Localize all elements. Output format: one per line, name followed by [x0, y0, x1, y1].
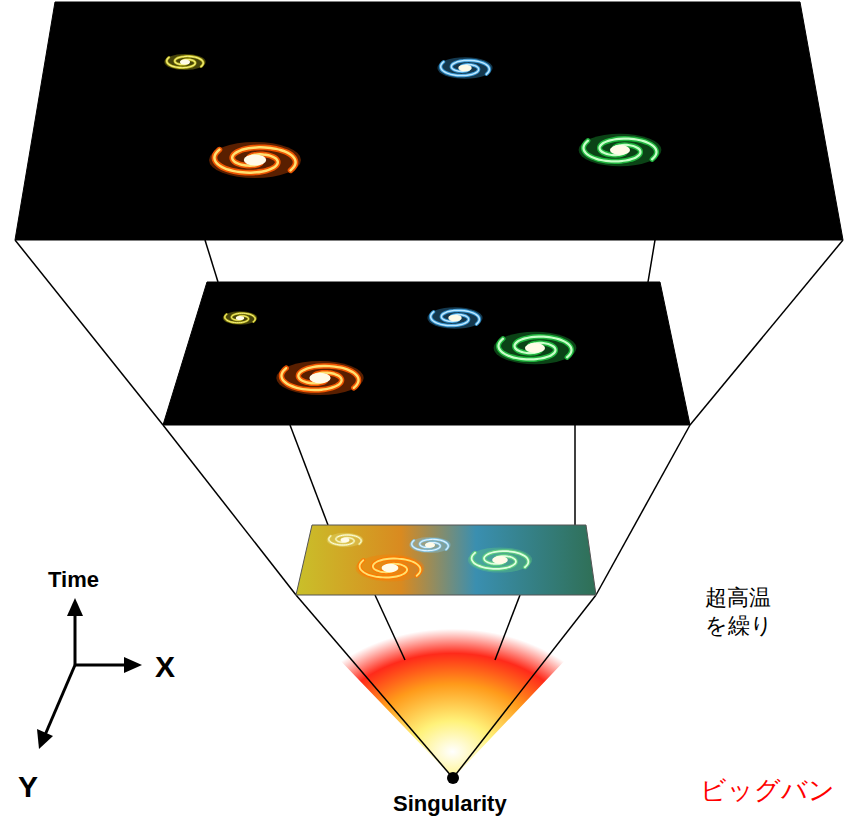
- point-label: Singularity: [393, 792, 507, 816]
- cone-lines: [15, 240, 843, 778]
- axis-label: Y: [18, 770, 38, 803]
- note-text: 超高温: [705, 586, 771, 610]
- highlight-text: ビッグバン: [700, 776, 835, 805]
- axis-label: X: [155, 650, 175, 683]
- galaxies: [164, 54, 661, 582]
- note-text: を繰り: [705, 614, 773, 638]
- early-plane: [296, 525, 596, 595]
- present-plane: [15, 2, 843, 240]
- singularity-dot: [447, 772, 459, 784]
- axes: [37, 598, 142, 749]
- middle-plane: [163, 282, 690, 425]
- axis-label: Time: [48, 568, 99, 592]
- hot-glow: [335, 603, 570, 779]
